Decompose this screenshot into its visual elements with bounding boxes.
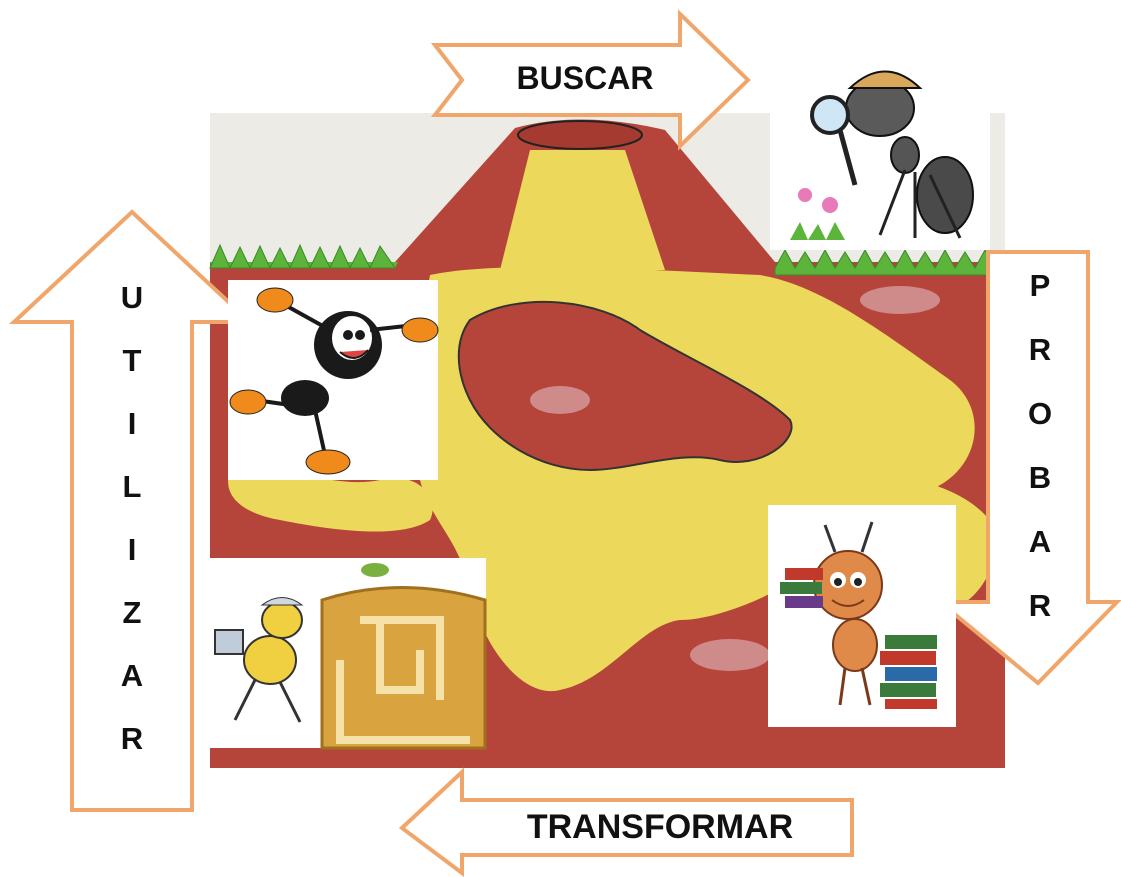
utilizar-letter: R xyxy=(120,721,144,756)
arrow-right-down xyxy=(934,250,1121,686)
probar-letter: R xyxy=(1028,332,1052,367)
utilizar-letter: L xyxy=(122,469,142,504)
arrow-left-up xyxy=(8,209,256,812)
utilizar-letter: I xyxy=(127,532,137,567)
probar-letter: B xyxy=(1028,460,1052,495)
utilizar-letter: A xyxy=(120,658,144,693)
probar-letter: O xyxy=(1027,396,1053,431)
probar-letter: R xyxy=(1028,588,1052,623)
probar-letter: P xyxy=(1029,268,1051,303)
arrow-bottom-left xyxy=(398,767,854,877)
step-label-utilizar: U T I L I Z A R xyxy=(112,280,152,757)
utilizar-letter: Z xyxy=(122,595,142,630)
step-label-probar: P R O B A R xyxy=(1020,268,1060,624)
probar-letter: A xyxy=(1028,524,1052,559)
arrow-top-right xyxy=(430,9,751,151)
step-label-transformar: TRANSFORMAR xyxy=(526,808,794,846)
utilizar-letter: I xyxy=(127,406,137,441)
utilizar-letter: T xyxy=(122,343,142,378)
ant-with-books-icon xyxy=(768,505,956,727)
utilizar-letter: U xyxy=(120,280,144,315)
step-label-buscar: BUSCAR xyxy=(516,60,654,96)
ant-with-magnifying-glass-icon xyxy=(770,40,990,250)
happy-jumping-ant-icon xyxy=(228,280,439,480)
ant-with-bucket-at-anthill-icon xyxy=(208,558,487,750)
